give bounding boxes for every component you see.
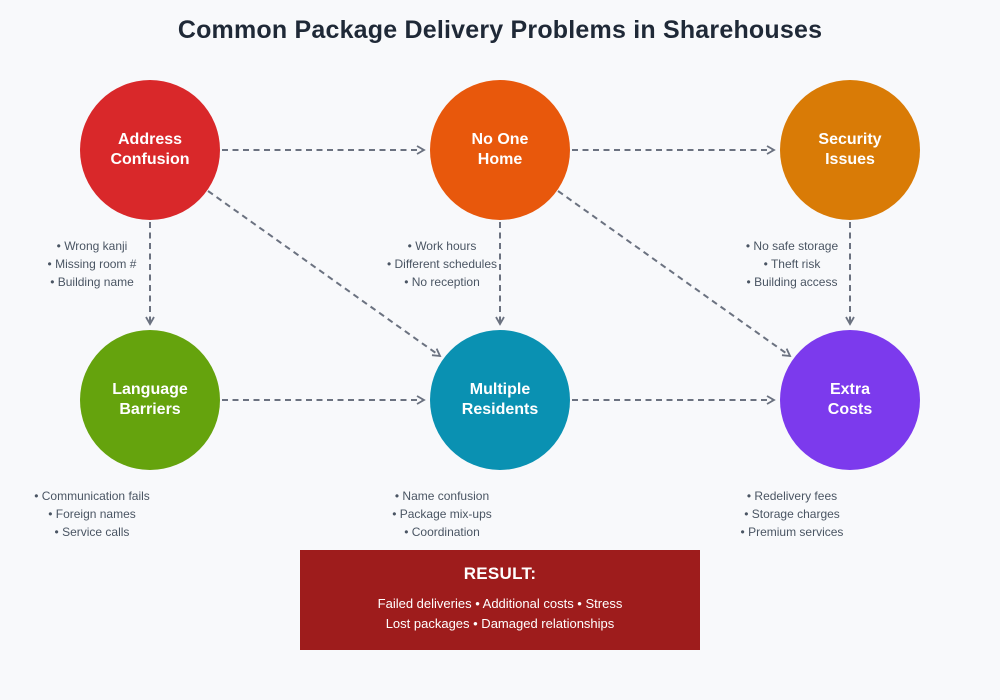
node-language-barriers: Language Barriers <box>80 330 220 470</box>
node-extra-costs-label-line2: Costs <box>827 401 873 418</box>
bullet-item: • No safe storage <box>745 239 839 253</box>
node-multiple-residents: Multiple Residents <box>430 330 570 470</box>
bullets-extra-costs: • Redelivery fees • Storage charges • Pr… <box>682 487 902 541</box>
bullets-no-one-home: • Work hours • Different schedules • No … <box>332 237 552 291</box>
bullet-item: • Building name <box>50 275 134 289</box>
node-address-confusion: Address Confusion <box>80 80 220 220</box>
result-panel: RESULT: Failed deliveries • Additional c… <box>300 550 700 650</box>
bullets-language-barriers: • Communication fails • Foreign names • … <box>0 487 202 541</box>
node-no-one-home: No One Home <box>430 80 570 220</box>
bullets-address-confusion: • Wrong kanji • Missing room # • Buildin… <box>0 237 202 291</box>
bullet-item: • Communication fails <box>34 489 150 503</box>
node-no-one-home-label-line2: Home <box>477 151 523 168</box>
node-language-barriers-label-line2: Barriers <box>119 401 181 418</box>
bullet-item: • Package mix-ups <box>392 507 492 521</box>
bullet-item: • Work hours <box>407 239 477 253</box>
bullet-item: • Wrong kanji <box>56 239 128 253</box>
result-line-2: Lost packages • Damaged relationships <box>385 616 615 631</box>
node-address-confusion-label-line1: Address <box>117 131 183 148</box>
bullet-item: • Different schedules <box>386 257 498 271</box>
bullet-item: • Redelivery fees <box>746 489 838 503</box>
result-line-1: Failed deliveries • Additional costs • S… <box>377 596 623 611</box>
node-extra-costs: Extra Costs <box>780 330 920 470</box>
bullet-item: • Missing room # <box>47 257 137 271</box>
result-heading: RESULT: <box>463 564 537 583</box>
node-multiple-residents-label-line2: Residents <box>461 401 539 418</box>
bullets-security-issues: • No safe storage • Theft risk • Buildin… <box>682 237 902 291</box>
node-security-issues-label-line1: Security <box>818 131 882 148</box>
bullets-multiple-residents: • Name confusion • Package mix-ups • Coo… <box>332 487 552 541</box>
node-security-issues-label-line2: Issues <box>825 151 875 168</box>
bullet-item: • Storage charges <box>744 507 840 521</box>
page-title: Common Package Delivery Problems in Shar… <box>177 16 823 44</box>
bullet-item: • Name confusion <box>394 489 490 503</box>
bullet-item: • No reception <box>404 275 480 289</box>
node-security-issues: Security Issues <box>780 80 920 220</box>
bullet-item: • Coordination <box>404 525 480 539</box>
node-address-confusion-label-line2: Confusion <box>110 151 190 168</box>
bullet-item: • Service calls <box>54 525 130 539</box>
bullet-item: • Building access <box>746 275 838 289</box>
bullet-item: • Premium services <box>740 525 844 539</box>
node-language-barriers-label-line1: Language <box>112 381 188 398</box>
bullet-item: • Theft risk <box>763 257 821 271</box>
bullet-item: • Foreign names <box>48 507 136 521</box>
node-multiple-residents-label-line1: Multiple <box>469 381 531 398</box>
node-extra-costs-label-line1: Extra <box>829 381 871 398</box>
node-no-one-home-label-line1: No One <box>471 131 529 148</box>
